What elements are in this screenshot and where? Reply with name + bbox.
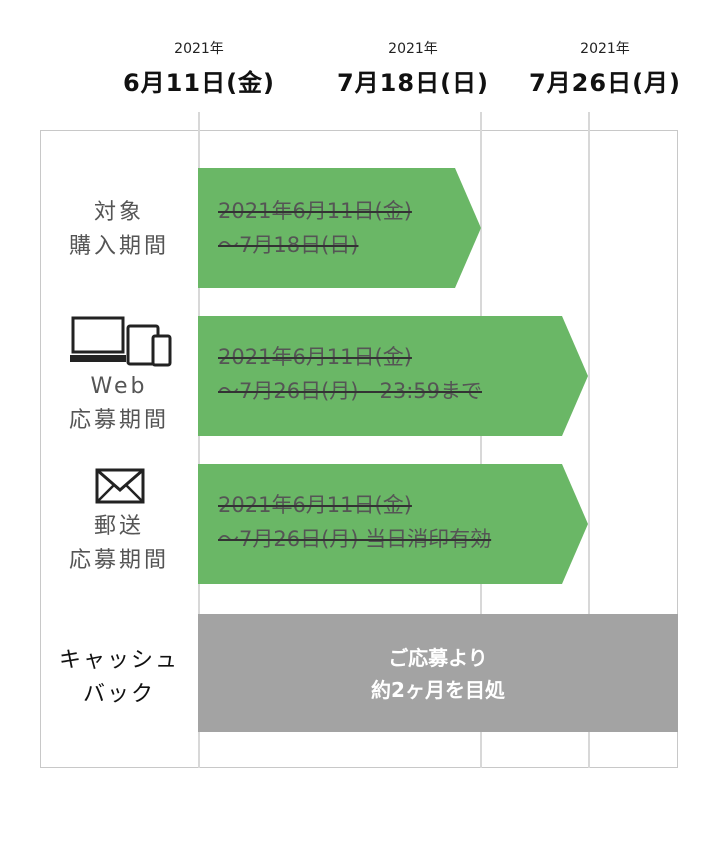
purchase-period-bar [198, 168, 481, 288]
label-line: バック [82, 682, 155, 707]
devices-icon [70, 316, 172, 367]
web-application-bar [198, 316, 588, 436]
date-day: 6月11日(金) [122, 69, 276, 97]
purchase-period-label: 対象 購入期間 [42, 196, 196, 264]
web-application-text: 2021年6月11日(金) 〜7月26日(月) 23:59まで [218, 340, 482, 408]
cashback-line: ご応募より [388, 646, 488, 670]
cashback-bar [198, 614, 678, 732]
period-line: 〜7月26日(月) 23:59まで [218, 379, 482, 403]
period-line: 2021年6月11日(金) [218, 493, 412, 517]
label-line: 購入期間 [68, 234, 169, 259]
period-line: 〜7月18日(日) [218, 233, 359, 257]
date-year: 2021年 [174, 41, 224, 57]
cashback-text: ご応募より 約2ヶ月を目処 [198, 642, 678, 706]
date-day: 7月26日(月) [528, 69, 682, 97]
mail-application-bar [198, 464, 588, 584]
gridline-start [198, 112, 200, 768]
date-header-start: 2021年 6月11日(金) [99, 40, 299, 100]
gridline-purchase-end [480, 112, 482, 768]
purchase-period-text: 2021年6月11日(金) 〜7月18日(日) [218, 194, 412, 262]
date-year: 2021年 [580, 41, 630, 57]
period-line: 〜7月26日(月) 当日消印有効 [218, 527, 492, 551]
date-header-purchase-end: 2021年 7月18日(日) [313, 40, 513, 100]
mail-application-text: 2021年6月11日(金) 〜7月26日(月) 当日消印有効 [218, 488, 491, 556]
label-line: 応募期間 [68, 408, 169, 433]
web-application-label: Web 応募期間 [42, 370, 196, 438]
cashback-label: キャッシュ バック [42, 644, 196, 712]
cashback-line: 約2ヶ月を目処 [371, 678, 505, 702]
date-year: 2021年 [388, 41, 438, 57]
envelope-icon [95, 468, 145, 504]
label-line: 対象 [93, 200, 144, 225]
schedule-frame [40, 130, 678, 768]
label-line: Web [90, 374, 148, 399]
gridline-application-end [588, 112, 590, 768]
date-day: 7月18日(日) [336, 69, 490, 97]
mail-application-label: 郵送 応募期間 [42, 510, 196, 578]
label-line: 応募期間 [68, 548, 169, 573]
period-line: 2021年6月11日(金) [218, 345, 412, 369]
label-line: 郵送 [93, 514, 144, 539]
date-header-application-end: 2021年 7月26日(月) [505, 40, 705, 100]
period-line: 2021年6月11日(金) [218, 199, 412, 223]
label-line: キャッシュ [58, 648, 179, 673]
